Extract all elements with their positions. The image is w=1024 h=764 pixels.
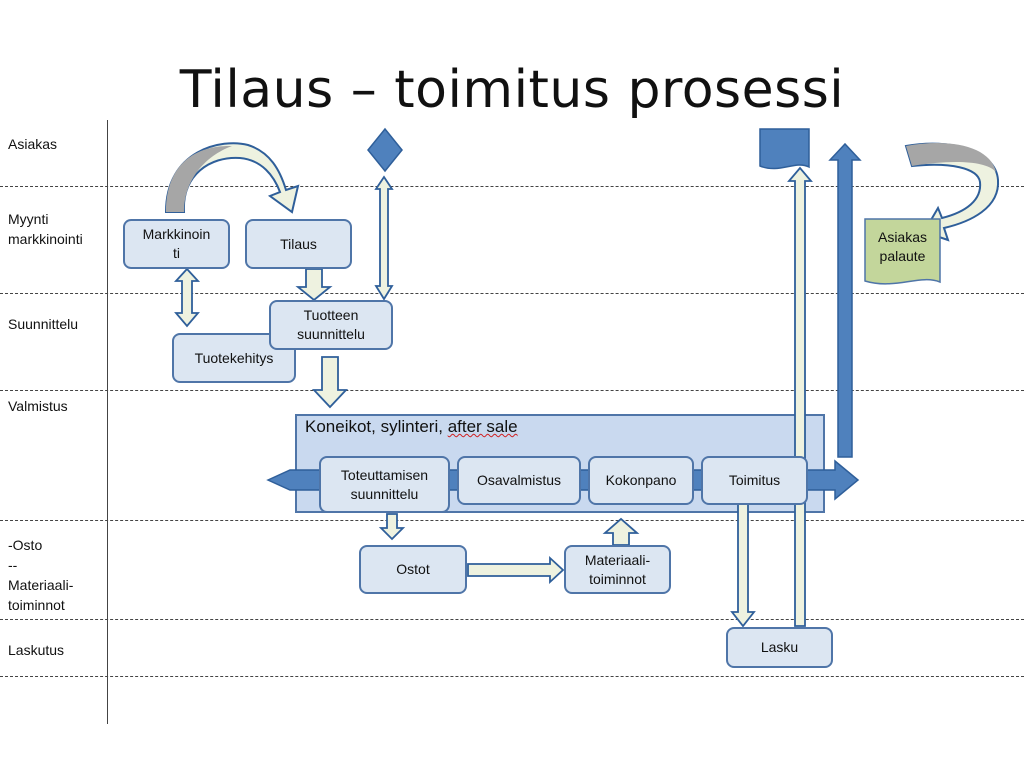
document-icon xyxy=(759,128,810,170)
lane-divider xyxy=(0,390,1024,391)
lane-divider xyxy=(0,676,1024,677)
box-tuotekehitys: Tuotekehitys xyxy=(172,333,296,383)
page-title: Tilaus – toimitus prosessi xyxy=(179,60,845,120)
box-toteuttamisen-suunnittelu: Toteuttamisen suunnittelu xyxy=(319,456,450,513)
double-arrow-marketing-to-rd xyxy=(173,267,201,328)
box-toimitus: Toimitus xyxy=(701,456,808,505)
arrow-design-to-production xyxy=(311,356,349,409)
box-ostot: Ostot xyxy=(359,545,467,594)
lane-label-suunnittelu: Suunnittelu xyxy=(8,316,79,332)
box-materiaalitoiminnot: Materiaali- toiminnot xyxy=(564,545,671,594)
lane-label-osto: -Osto -- Materiaali- toiminnot xyxy=(8,537,74,613)
decision-diamond-icon xyxy=(367,127,403,173)
customer-feedback-document xyxy=(864,218,941,285)
curved-arrow-customer-feedback-shade xyxy=(906,143,996,172)
lane-divider xyxy=(0,520,1024,521)
production-group-label-text: Koneikot, sylinteri, xyxy=(305,417,448,436)
box-kokonpano: Kokonpano xyxy=(588,456,694,505)
curved-arrow-marketing-to-order-shade xyxy=(166,145,232,212)
production-group-label-spellcheck: after sale xyxy=(447,417,518,436)
lane-divider xyxy=(0,293,1024,294)
box-tuotteen-suunnittelu: Tuotteen suunnittelu xyxy=(269,300,393,350)
box-osavalmistus: Osavalmistus xyxy=(457,456,581,505)
lane-axis-line xyxy=(107,120,108,724)
arrow-delivery-to-invoice xyxy=(730,497,756,628)
lane-divider xyxy=(0,619,1024,620)
arrow-invoice-to-customer xyxy=(787,166,813,627)
double-arrow-customer-to-design xyxy=(374,175,394,301)
delivery-to-customer-arrow xyxy=(828,142,862,458)
arrow-order-to-design xyxy=(295,268,333,302)
production-group-label: Koneikot, sylinteri, after sale xyxy=(305,417,518,437)
lane-label-laskutus: Laskutus xyxy=(8,642,65,658)
arrow-planning-to-purchasing xyxy=(378,513,406,541)
lane-label-myynti: Myynti markkinointi xyxy=(8,211,83,247)
box-tilaus: Tilaus xyxy=(245,219,352,269)
arrow-purchasing-to-materials xyxy=(467,555,565,585)
lane-divider xyxy=(0,186,1024,187)
lane-label-asiakas: Asiakas xyxy=(8,136,58,152)
lane-label-valmistus: Valmistus xyxy=(8,398,68,414)
box-lasku: Lasku xyxy=(726,627,833,668)
box-markkinointi: Markkinoin ti xyxy=(123,219,230,269)
customer-feedback-label: Asiakas palaute xyxy=(877,229,928,264)
arrow-materials-to-assembly xyxy=(602,517,640,546)
